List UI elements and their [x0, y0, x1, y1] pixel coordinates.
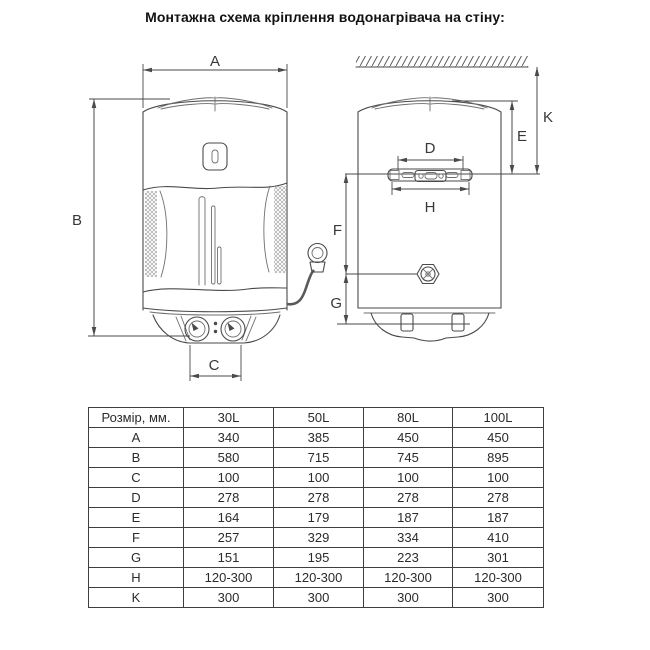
dimension-A: A [142, 53, 288, 108]
thermostat-knob-right [220, 316, 246, 342]
cell-value: 300 [452, 587, 544, 608]
cell-value: 195 [273, 547, 364, 568]
cell-value: 301 [452, 547, 544, 568]
cell-value: 300 [273, 587, 364, 608]
col-header-100l: 100L [452, 407, 544, 428]
cell-value: 715 [273, 447, 364, 468]
side-view [345, 56, 540, 342]
dim-label-e: E [517, 128, 527, 145]
cell-value: 164 [183, 507, 274, 528]
drain-valve [346, 263, 440, 285]
dimensions-table: Розмір, мм. 30L 50L 80L 100L A 340 385 4… [88, 407, 544, 608]
dim-label-c: C [209, 357, 220, 374]
dimension-F: F [333, 174, 349, 274]
dimension-B: B [72, 98, 190, 337]
cell-value: 100 [452, 467, 544, 488]
dim-label-b: B [72, 212, 82, 229]
cell-value: 100 [183, 467, 274, 488]
cell-value: 410 [452, 527, 544, 548]
ceiling-hatch [355, 56, 529, 68]
dimension-K: K [534, 67, 553, 174]
dimension-E: E [452, 100, 527, 174]
row-label: D [88, 487, 184, 508]
cell-value: 329 [273, 527, 364, 548]
dimension-H: H [391, 182, 470, 216]
row-label: G [88, 547, 184, 568]
cell-value: 300 [183, 587, 274, 608]
front-view [142, 96, 328, 344]
cell-value: 450 [452, 427, 544, 448]
cell-value: 120-300 [363, 567, 453, 588]
cell-value: 895 [452, 447, 544, 468]
thermostat-knob-left [184, 316, 210, 342]
page-title: Монтажна схема кріплення водонагрівача н… [145, 9, 505, 25]
cell-value: 340 [183, 427, 274, 448]
cell-value: 151 [183, 547, 274, 568]
cell-value: 187 [452, 507, 544, 528]
col-header-size: Розмір, мм. [88, 407, 184, 428]
dim-label-d: D [425, 140, 436, 157]
cell-value: 278 [363, 487, 453, 508]
cell-value: 100 [273, 467, 364, 488]
cell-value: 278 [183, 487, 274, 508]
cell-value: 257 [183, 527, 274, 548]
texture-strip-right [274, 186, 286, 273]
row-label: A [88, 427, 184, 448]
row-label: B [88, 447, 184, 468]
dimension-C: C [189, 345, 242, 381]
cell-value: 278 [452, 487, 544, 508]
table-row: H 120-300 120-300 120-300 120-300 [88, 567, 544, 588]
dim-label-h: H [425, 199, 436, 216]
dim-label-f: F [333, 222, 342, 239]
row-label: H [88, 567, 184, 588]
table-row: A 340 385 450 450 [88, 427, 544, 448]
cell-value: 334 [363, 527, 453, 548]
cell-value: 120-300 [452, 567, 544, 588]
dim-label-g: G [330, 295, 342, 312]
col-header-50l: 50L [273, 407, 364, 428]
table-row: D 278 278 278 278 [88, 487, 544, 508]
row-label: E [88, 507, 184, 528]
row-label: K [88, 587, 184, 608]
table-row: F 257 329 334 410 [88, 527, 544, 548]
cell-value: 300 [363, 587, 453, 608]
dim-label-k: K [543, 109, 553, 126]
cell-value: 120-300 [273, 567, 364, 588]
table-row: C 100 100 100 100 [88, 467, 544, 488]
cell-value: 745 [363, 447, 453, 468]
row-label: C [88, 467, 184, 488]
cell-value: 120-300 [183, 567, 274, 588]
table-header-row: Розмір, мм. 30L 50L 80L 100L [88, 407, 544, 428]
cell-value: 223 [363, 547, 453, 568]
mounting-bracket [387, 168, 473, 183]
power-cable-plug [286, 242, 328, 306]
texture-strip-left [145, 191, 157, 277]
table-row: B 580 715 745 895 [88, 447, 544, 468]
display-indicator [202, 142, 228, 171]
cell-value: 278 [273, 487, 364, 508]
cell-value: 179 [273, 507, 364, 528]
col-header-30l: 30L [183, 407, 274, 428]
dim-label-a: A [210, 53, 220, 70]
col-header-80l: 80L [363, 407, 453, 428]
row-label: F [88, 527, 184, 548]
dimension-D: D [397, 140, 464, 170]
cell-value: 580 [183, 447, 274, 468]
cell-value: 450 [363, 427, 453, 448]
table-row: K 300 300 300 300 [88, 587, 544, 608]
cell-value: 385 [273, 427, 364, 448]
cell-value: 187 [363, 507, 453, 528]
dimension-G: G [330, 274, 470, 325]
cell-value: 100 [363, 467, 453, 488]
table-row: G 151 195 223 301 [88, 547, 544, 568]
table-row: E 164 179 187 187 [88, 507, 544, 528]
